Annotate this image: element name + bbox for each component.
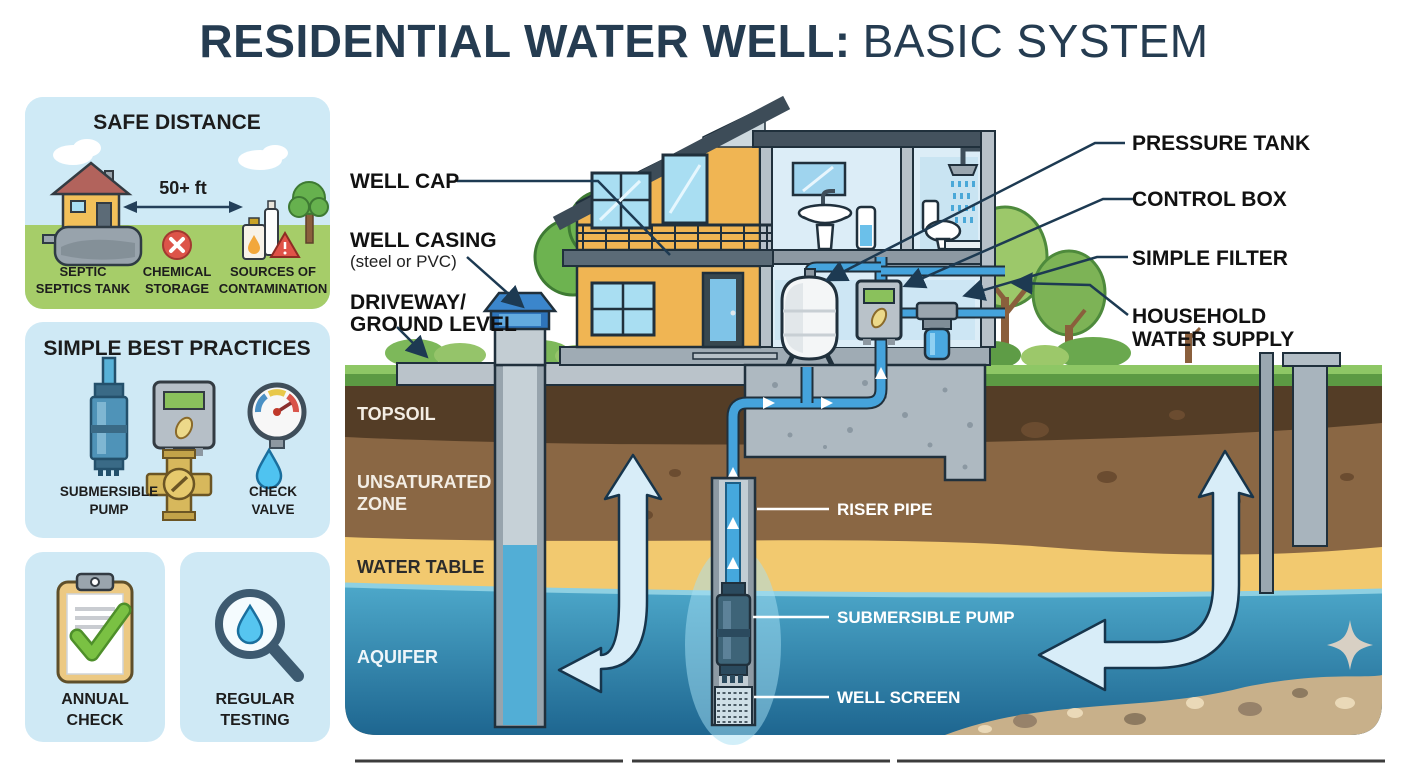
main-diagram: WELL CAP WELL CASING (steel or PVC) DRIV…: [345, 85, 1390, 765]
label-household-2: WATER SUPPLY: [1132, 328, 1294, 351]
well-casing-left: [493, 363, 547, 729]
annual-check-panel: ANNUAL CHECK: [25, 552, 165, 742]
gravel-pebbles: [978, 688, 1355, 733]
valve-label-2: VALVE: [251, 502, 294, 517]
white-leader-lines: [753, 507, 829, 699]
chemical-label-2: STORAGE: [145, 281, 209, 296]
control-box-icon: [152, 380, 216, 456]
upper-window-right: [661, 153, 709, 225]
septic-label-2: SEPTICS TANK: [36, 281, 131, 296]
house-septic-icon: [42, 161, 143, 267]
label-riser-pipe: RISER PIPE: [837, 500, 932, 519]
label-well-screen: WELL SCREEN: [837, 688, 960, 707]
label-casing-material: (steel or PVC): [350, 252, 457, 271]
tree-icon: [288, 181, 329, 244]
cutaway-top-beam: [752, 130, 994, 148]
water-heater: [855, 205, 877, 251]
label-driveway-1: DRIVEWAY/: [350, 291, 466, 314]
bathroom-mirror: [791, 161, 847, 197]
flow-arrow-left: [557, 453, 663, 694]
balcony-slab: [562, 249, 774, 267]
flow-arrow-right: [1037, 449, 1255, 692]
label-unsaturated-2: ZONE: [357, 494, 407, 514]
well-screen: [714, 686, 753, 726]
magnifier-drop-icon: [215, 589, 304, 682]
layer-aquifer: [345, 585, 1382, 735]
no-chemicals-icon: [162, 230, 192, 260]
check-valve-icon: [145, 449, 213, 521]
label-water-table: WATER TABLE: [357, 557, 484, 577]
pressure-gauge-icon: [247, 382, 307, 449]
sparkle-icon: [1327, 620, 1373, 670]
page-title-bold: RESIDENTIAL WATER WELL:: [199, 15, 851, 67]
regular-testing-label-2: TESTING: [220, 712, 289, 729]
pressure-tank: [780, 268, 839, 367]
best-practices-title: SIMPLE BEST PRACTICES: [43, 337, 310, 360]
submersible-pump-icon: [89, 356, 129, 476]
label-topsoil: TOPSOIL: [357, 404, 436, 424]
sources-label-1: SOURCES OF: [230, 264, 316, 279]
clipboard-check-icon: [56, 572, 134, 684]
septic-label-1: SEPTIC: [60, 264, 108, 279]
upper-window-left: [590, 171, 652, 230]
chemical-bottles-icon: [242, 200, 301, 260]
label-aquifer: AQUIFER: [357, 647, 438, 667]
best-practices-panel: SIMPLE BEST PRACTICES SUBMERSIBLE PUMP C…: [25, 322, 330, 538]
page-title-light: BASIC SYSTEM: [862, 15, 1209, 67]
chemical-label-1: CHEMICAL: [143, 264, 212, 279]
valve-label-1: CHECK: [249, 484, 297, 499]
safe-distance-title: SAFE DISTANCE: [93, 111, 261, 134]
regular-testing-label-1: REGULAR: [215, 691, 295, 708]
riser-pipe: [725, 482, 741, 594]
water-filter: [915, 301, 959, 361]
lower-window: [590, 281, 656, 337]
pump-label-2: PUMP: [89, 502, 128, 517]
pump-label-1: SUBMERSIBLE: [60, 484, 158, 499]
annual-check-label-1: ANNUAL: [61, 691, 129, 708]
label-driveway-2: GROUND LEVEL: [350, 313, 517, 336]
label-well-cap: WELL CAP: [350, 170, 459, 193]
page-title: RESIDENTIAL WATER WELL:BASIC SYSTEM: [0, 14, 1408, 68]
cloud-icon: [53, 139, 288, 170]
control-box: [855, 279, 903, 345]
label-unsaturated-1: UNSATURATED: [357, 472, 491, 492]
leader-lines: [396, 141, 1135, 359]
water-drop-icon: [255, 447, 283, 490]
bathroom-sink: [797, 189, 853, 251]
label-household-1: HOUSEHOLD: [1132, 305, 1266, 328]
annual-check-label-2: CHECK: [67, 712, 124, 729]
label-submersible-pump: SUBMERSIBLE PUMP: [837, 608, 1015, 627]
distance-arrow: [123, 201, 243, 213]
label-well-casing: WELL CASING: [350, 229, 497, 252]
regular-testing-panel: REGULAR TESTING: [180, 552, 330, 742]
submersible-pump: [715, 582, 752, 683]
sources-label-2: CONTAMINATION: [219, 281, 328, 296]
well-cap: [482, 291, 558, 367]
layer-water-table: [345, 537, 1382, 599]
label-simple-filter: SIMPLE FILTER: [1132, 247, 1288, 270]
driveway-surface: [396, 362, 746, 386]
distance-value: 50+ ft: [159, 178, 207, 198]
safe-distance-panel: SAFE DISTANCE 50+ ft SEPTIC SEPTICS TANK…: [25, 97, 330, 309]
label-control-box: CONTROL BOX: [1132, 188, 1287, 211]
abandoned-well-pipes: [1259, 352, 1341, 594]
label-pressure-tank: PRESSURE TANK: [1132, 132, 1310, 155]
pipe-flow-arrows: [727, 367, 887, 479]
front-door: [701, 271, 745, 349]
layer-gravel: [945, 675, 1382, 735]
shower: [944, 146, 982, 250]
